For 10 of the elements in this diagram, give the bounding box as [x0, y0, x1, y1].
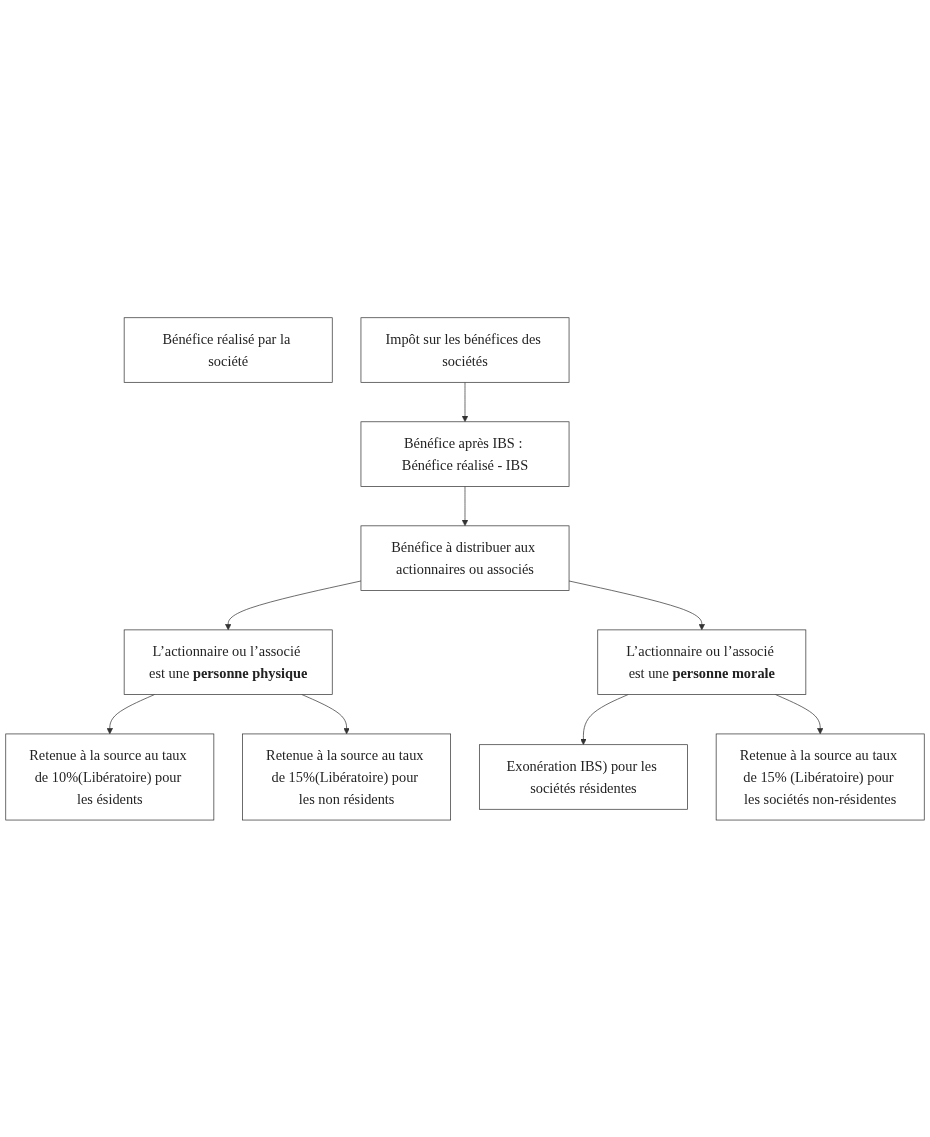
node-box: Impôt sur les bénéfices des sociétés: [360, 317, 570, 383]
node-box: Retenue à la source au taux de 10%(Libératoire) pour les ésidents: [5, 733, 215, 820]
node-box: Bénéfice à distribuer aux actionnaires ou associés: [360, 525, 570, 591]
node-box: L’actionnaire ou l’associé est une personne morale: [597, 629, 807, 695]
node-box: Bénéfice après IBS : Bénéfice réalisé - IBS: [360, 421, 570, 487]
node-box: Retenue à la source au taux de 15%(Libératoire) pour les non résidents: [242, 733, 451, 820]
node-box: Exonération IBS) pour les sociétés résidentes: [479, 743, 688, 810]
node-box: Retenue à la source au taux de 15% (Libératoire) pour les sociétés non-résidentes: [715, 733, 925, 820]
node-box: Bénéfice réalisé par la société: [123, 317, 333, 383]
node-box: L’actionnaire ou l’associé est une personne physique: [123, 629, 333, 695]
